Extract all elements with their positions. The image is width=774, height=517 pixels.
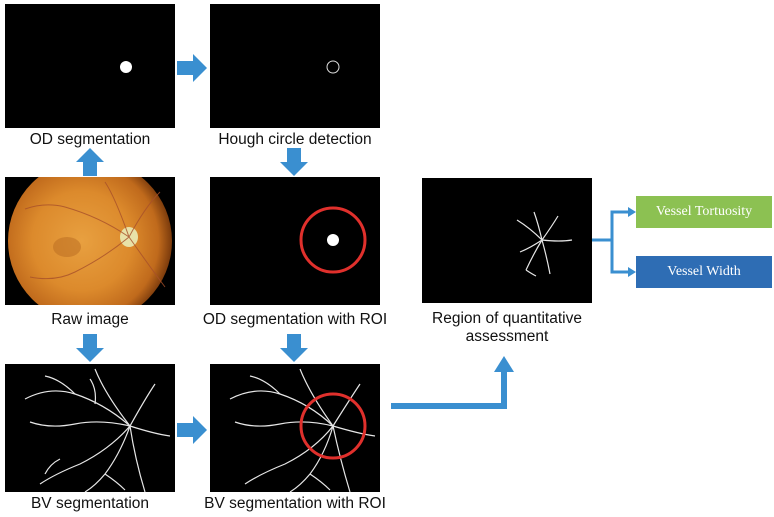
vessel-tortuosity-label: Vessel Tortuosity — [655, 204, 753, 219]
fundus — [8, 177, 172, 305]
arrow-right-2 — [177, 416, 207, 444]
roi-circle — [299, 206, 367, 274]
bent-arrow-head — [494, 356, 514, 372]
arrow-up-1 — [76, 148, 104, 176]
region-panel — [422, 178, 592, 303]
region-caption-line2: assessment — [465, 328, 549, 345]
raw-image-caption: Raw image — [51, 311, 129, 328]
od-segmentation-caption: OD segmentation — [29, 131, 151, 148]
roi-circle-bv — [299, 392, 367, 460]
arrow-down-2 — [76, 334, 104, 362]
arrow-down-3 — [280, 334, 308, 362]
bv-segmentation-panel — [5, 364, 175, 492]
bv-roi-panel — [210, 364, 380, 492]
bent-arrow-to-region — [391, 370, 507, 409]
bv-roi-caption: BV segmentation with ROI — [204, 495, 386, 512]
region-caption-line1: Region of quantitative — [432, 310, 582, 327]
hough-panel — [210, 4, 380, 128]
arrow-down-1 — [280, 148, 308, 176]
arrow-right-1 — [177, 54, 207, 82]
raw-image-panel — [5, 177, 175, 305]
optic-disc — [120, 61, 132, 73]
hough-caption: Hough circle detection — [218, 131, 372, 148]
detected-circle — [326, 60, 340, 74]
optic-disc-roi — [327, 234, 339, 246]
vessel-width-label: Vessel Width — [667, 264, 741, 279]
od-roi-caption: OD segmentation with ROI — [202, 311, 388, 328]
od-roi-panel — [210, 177, 380, 305]
od-segmentation-panel — [5, 4, 175, 128]
branch-line — [592, 210, 628, 274]
bv-segmentation-caption: BV segmentation — [30, 495, 150, 512]
branch-head-width — [628, 267, 636, 277]
branch-head-tortuosity — [628, 207, 636, 217]
vessel-tortuosity-box: Vessel Tortuosity — [636, 196, 772, 228]
vessel-width-box: Vessel Width — [636, 256, 772, 288]
